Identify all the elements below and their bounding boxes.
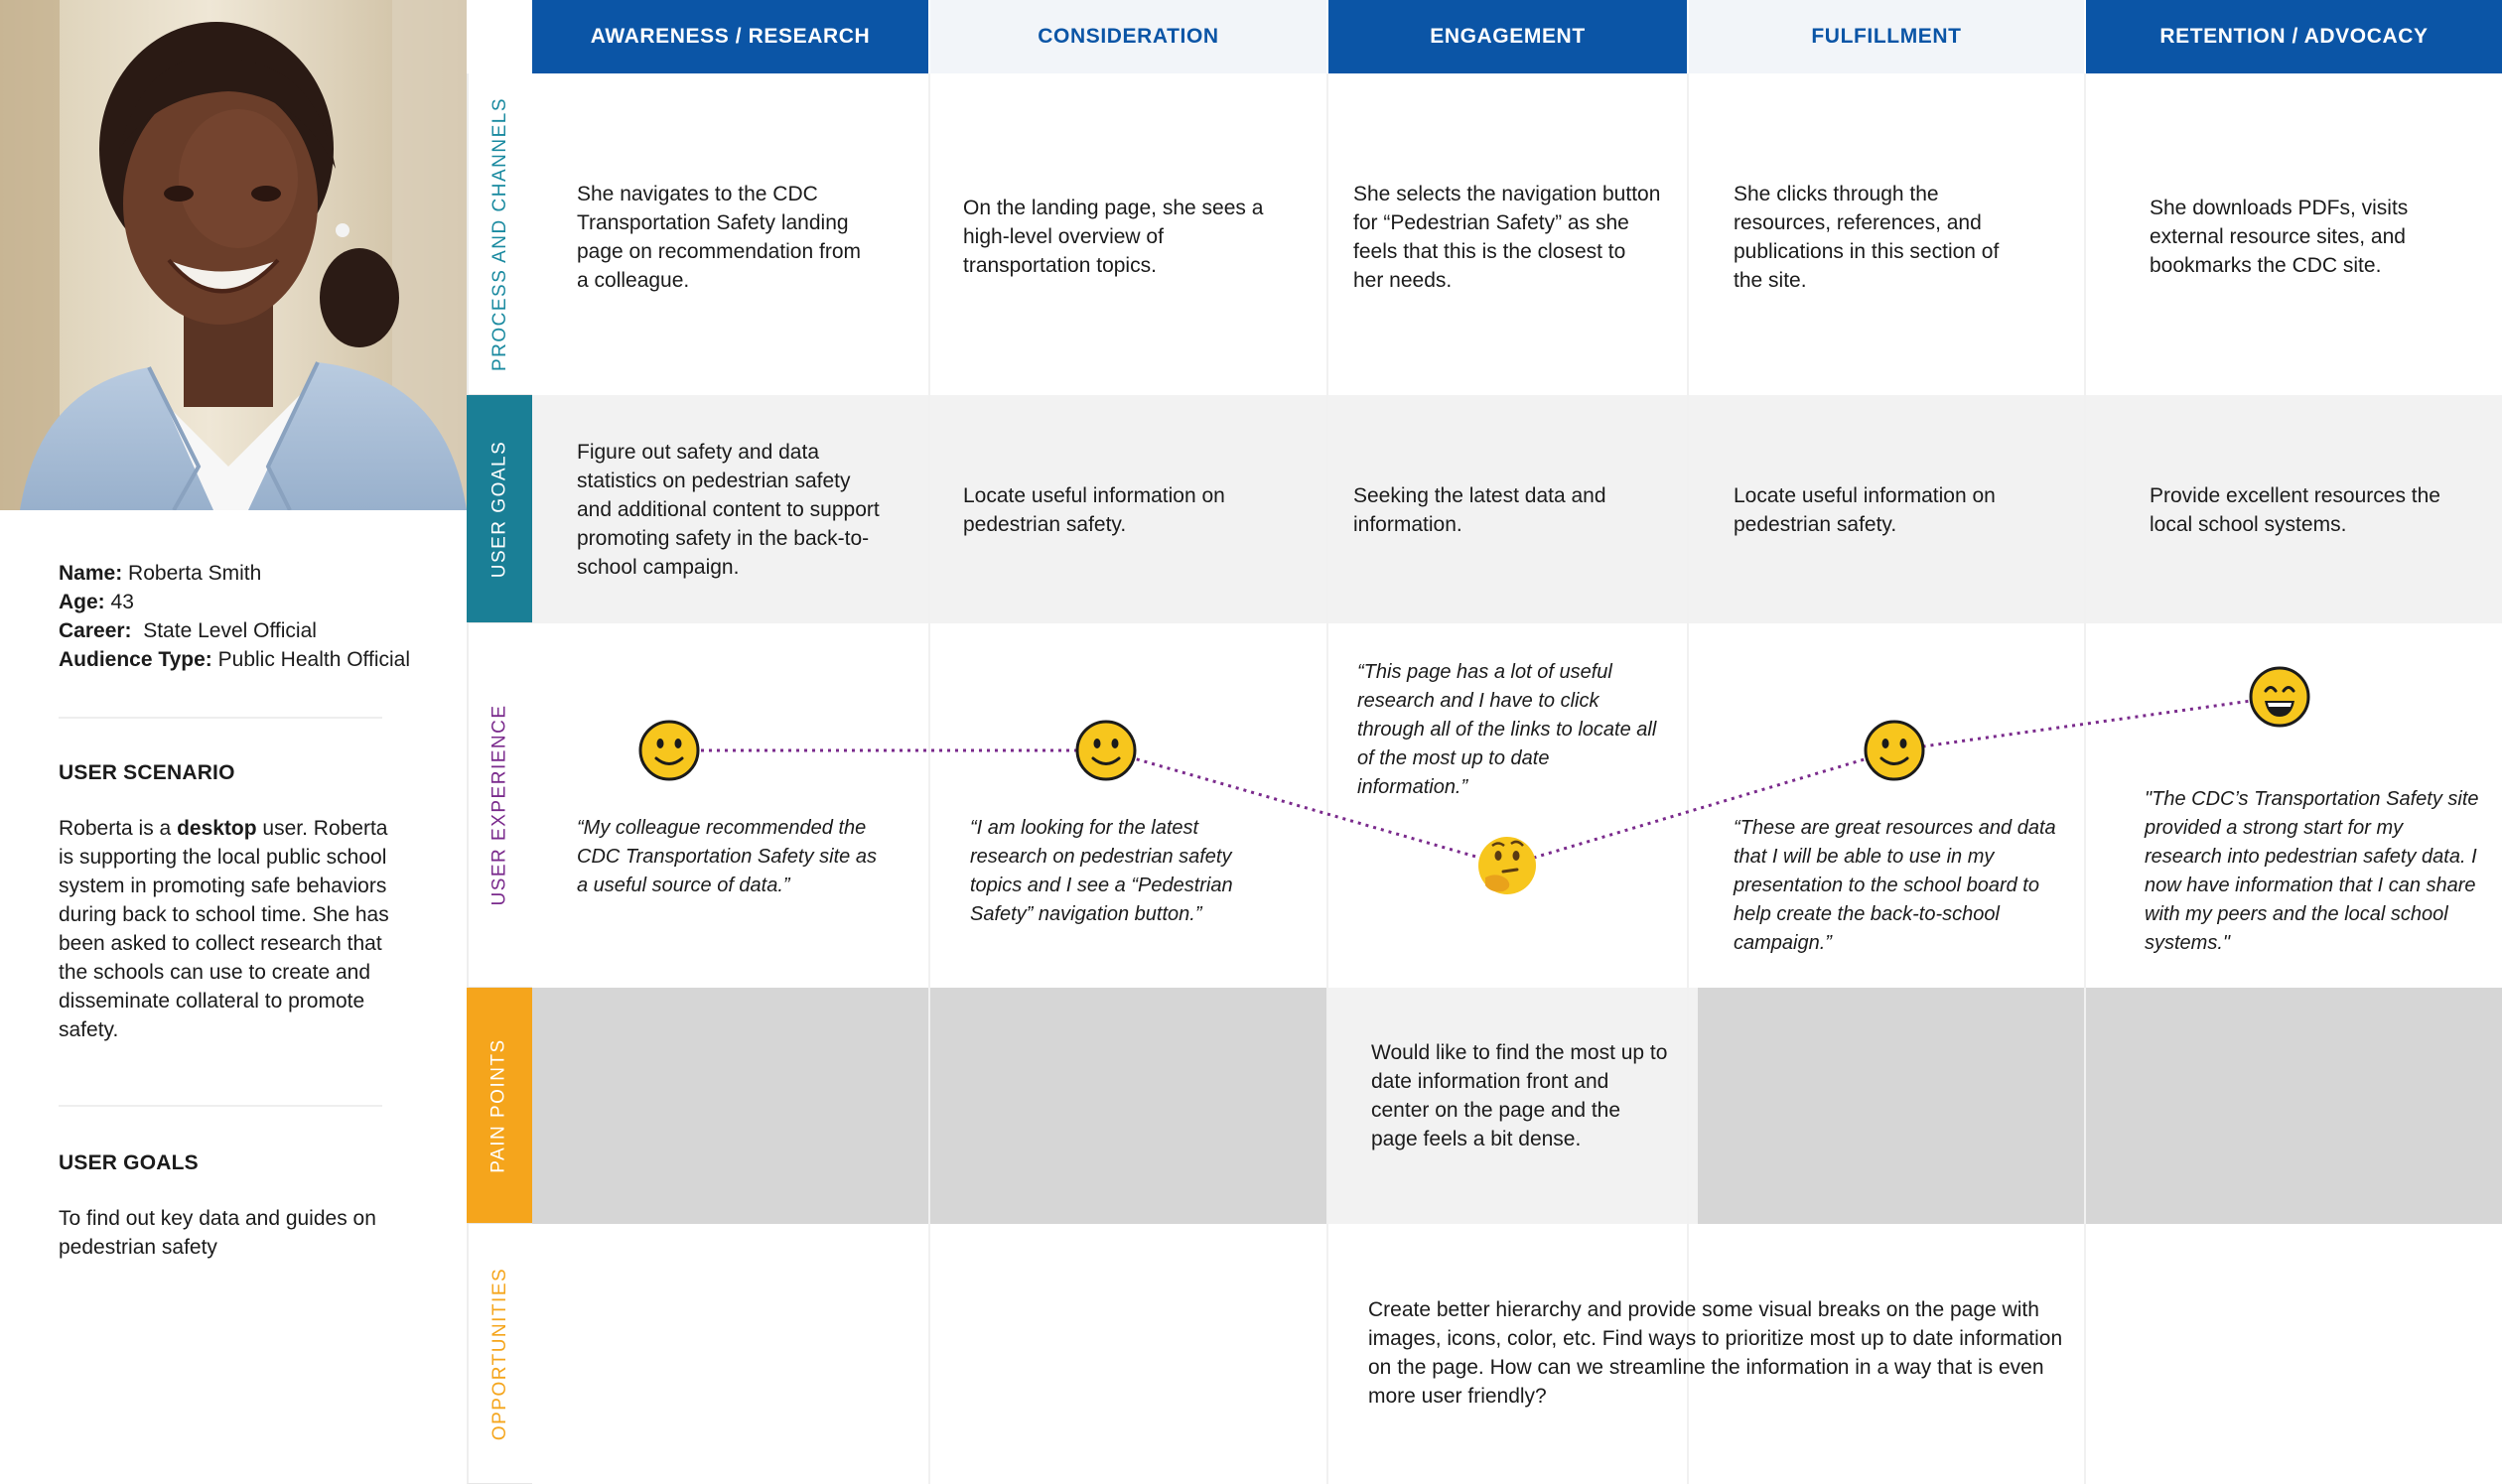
persona-career-row: Career: State Level Official	[59, 616, 410, 645]
thinking-icon	[1478, 837, 1536, 894]
persona-facts: Name: Roberta Smith Age: 43 Career: Stat…	[59, 559, 410, 674]
process-cell: On the landing page, she sees a high-lev…	[963, 197, 1264, 277]
user-goals-title: USER GOALS	[59, 1151, 199, 1174]
column-divider	[1687, 73, 1689, 1484]
experience-quote: “This page has a lot of useful research …	[1357, 661, 1657, 798]
user-scenario-title: USER SCENARIO	[59, 761, 235, 784]
stage-header-retention: RETENTION / ADVOCACY	[2086, 0, 2502, 73]
persona-age: 43	[110, 591, 134, 613]
grin-icon	[2249, 666, 2310, 728]
goals-cell: Seeking the latest data and information.	[1353, 484, 1606, 536]
opportunity-cell: Create better hierarchy and provide some…	[1368, 1298, 2063, 1408]
row-label-process: PROCESS AND CHANNELS	[467, 73, 532, 395]
career-label: Career:	[59, 619, 132, 642]
experience-quote: “These are great resources and data that…	[1734, 817, 2056, 954]
goals-cell: Locate useful information on pedestrian …	[963, 484, 1225, 536]
goals-band	[532, 395, 2502, 623]
audience-label: Audience Type:	[59, 648, 212, 671]
smile-icon	[638, 720, 700, 781]
row-label-pain: PAIN POINTS	[467, 988, 532, 1224]
persona-name-row: Name: Roberta Smith	[59, 559, 410, 588]
smile-icon	[1075, 720, 1137, 781]
stage-header-awareness: AWARENESS / RESEARCH	[532, 0, 928, 73]
row-label-goals: USER GOALS	[467, 395, 532, 623]
column-divider	[928, 73, 930, 1484]
divider	[59, 1105, 382, 1107]
row-label-opportunities: OPPORTUNITIES	[467, 1224, 532, 1484]
goals-cell: Provide excellent resources the local sc…	[2150, 484, 2440, 536]
user-scenario-text: Roberta is a desktop user. Roberta is su…	[59, 814, 396, 1044]
goals-cell: Locate useful information on pedestrian …	[1734, 484, 1996, 536]
stage-header-consideration: CONSIDERATION	[930, 0, 1326, 73]
experience-quote: “I am looking for the latest research on…	[970, 817, 1233, 925]
stage-header-fulfillment: FULFILLMENT	[1689, 0, 2084, 73]
pain-band-engagement	[1326, 988, 1698, 1224]
row-label-experience-text: USER EXPERIENCE	[489, 704, 511, 906]
pain-point-cell: Would like to find the most up to date i…	[1371, 1041, 1668, 1150]
user-goals-text: To find out key data and guides on pedes…	[59, 1207, 376, 1259]
persona-panel: Name: Roberta Smith Age: 43 Career: Stat…	[0, 0, 467, 1484]
process-cell: She selects the navigation button for “P…	[1353, 183, 1661, 292]
emotion-journey-graph	[638, 666, 2310, 894]
persona-name: Roberta Smith	[128, 562, 262, 585]
row-label-goals-text: USER GOALS	[488, 440, 510, 578]
divider	[59, 717, 382, 719]
persona-audience: Public Health Official	[217, 648, 411, 671]
row-label-experience: USER EXPERIENCE	[467, 623, 532, 988]
persona-age-row: Age: 43	[59, 588, 410, 616]
name-label: Name:	[59, 562, 123, 585]
experience-quote: “My colleague recommended the CDC Transp…	[577, 817, 877, 896]
row-label-pain-text: PAIN POINTS	[488, 1037, 510, 1173]
pain-band-right	[1698, 988, 2502, 1224]
persona-career: State Level Official	[143, 619, 317, 642]
persona-audience-row: Audience Type: Public Health Official	[59, 645, 410, 674]
process-cell: She downloads PDFs, visits external reso…	[2150, 197, 2409, 277]
column-divider	[1326, 73, 1328, 1484]
column-divider	[2084, 73, 2086, 1484]
scenario-text-post: user. Roberta is supporting the local pu…	[59, 817, 389, 1041]
smile-icon	[1864, 720, 1925, 781]
goals-cell: Figure out safety and data statistics on…	[577, 441, 880, 579]
row-label-process-text: PROCESS AND CHANNELS	[489, 96, 511, 371]
row-label-opportunities-text: OPPORTUNITIES	[489, 1267, 510, 1440]
stage-header-engagement: ENGAGEMENT	[1328, 0, 1687, 73]
experience-quote: "The CDC’s Transportation Safety site pr…	[2145, 788, 2479, 954]
process-cell: She navigates to the CDC Transportation …	[577, 183, 861, 292]
process-cell: She clicks through the resources, refere…	[1734, 183, 2000, 292]
scenario-text-bold: desktop	[177, 817, 257, 840]
scenario-text-pre: Roberta is a	[59, 817, 178, 840]
persona-photo	[0, 0, 467, 510]
age-label: Age:	[59, 591, 105, 613]
